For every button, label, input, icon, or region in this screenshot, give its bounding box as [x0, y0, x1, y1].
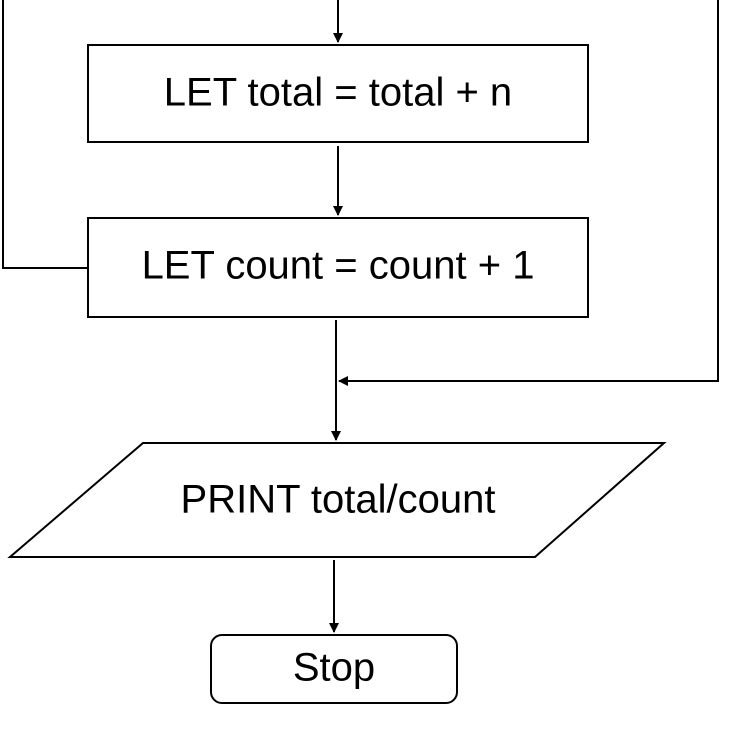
loop-back-line — [2, 0, 88, 269]
process-box-let-count: LET count = count + 1 — [87, 217, 589, 318]
terminator-stop: Stop — [210, 634, 458, 704]
print-label: PRINT total/count — [181, 478, 496, 522]
process-box-let-total: LET total = total + n — [87, 44, 589, 143]
stop-label: Stop — [293, 646, 375, 690]
let-count-label: LET count = count + 1 — [142, 244, 535, 288]
arrow-exit-branch-join — [338, 0, 719, 386]
let-total-label: LET total = total + n — [164, 71, 512, 115]
io-box-print: PRINT total/count — [7, 442, 667, 558]
